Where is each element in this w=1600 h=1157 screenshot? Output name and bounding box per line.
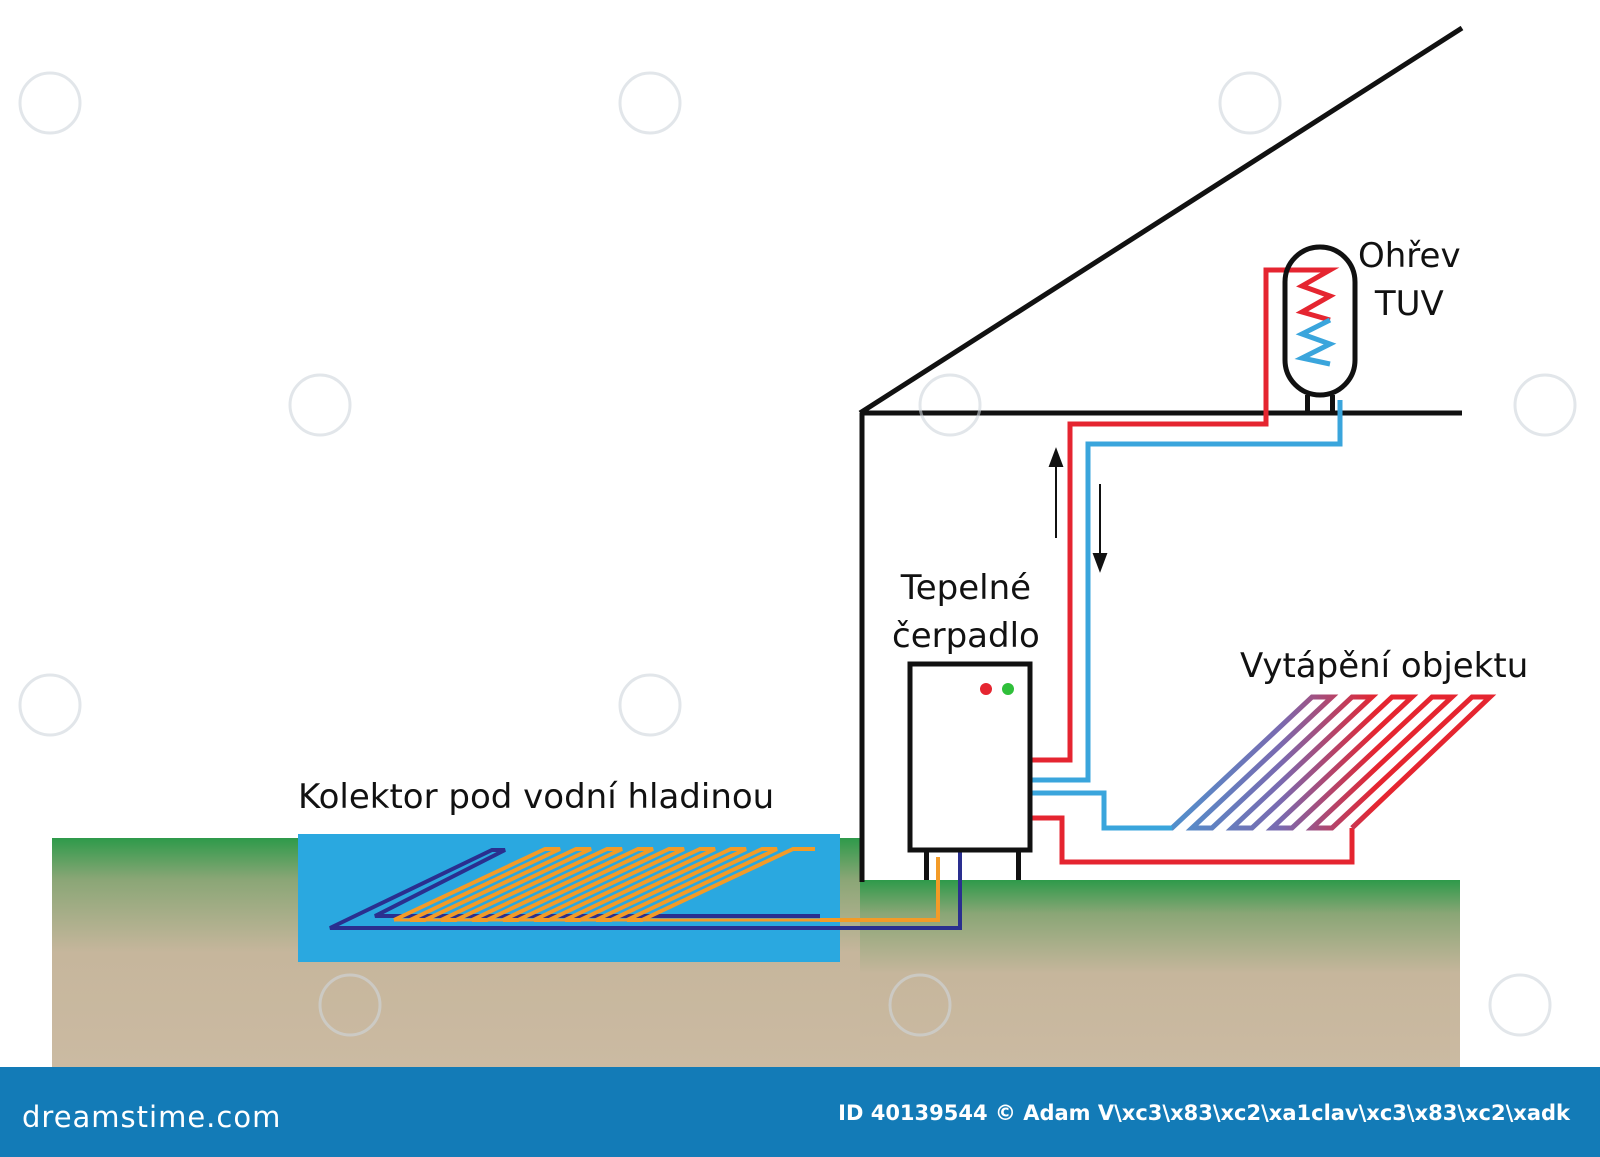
collector-return-pipe (329, 848, 962, 930)
cold-coil (1294, 317, 1337, 367)
label-collector: Kolektor pod vodní hladinou (298, 777, 775, 817)
collector-coil (393, 847, 815, 922)
watermark-spiral (18, 673, 82, 737)
floor-heating-return (1030, 790, 1172, 831)
watermark-spiral (918, 373, 982, 437)
cold-pipe (1030, 400, 1343, 783)
label-heating: Vytápění objektu (1240, 646, 1529, 686)
watermark-spiral (18, 71, 82, 135)
arrow-down-head (1092, 553, 1108, 573)
floor-heating-supply (1030, 815, 1355, 865)
ground-right (860, 880, 1460, 1067)
label-tuv: Ohřev TUV (1358, 232, 1461, 328)
pump-leg-left (924, 850, 929, 880)
tank-foot-left (1305, 395, 1310, 413)
arrow-up-head (1048, 447, 1064, 467)
watermark-spiral (1513, 373, 1577, 437)
collector-supply-pipe (820, 857, 940, 922)
flow-arrows (1048, 447, 1108, 573)
heat-pump-cabinet (907, 661, 1033, 853)
tank-body (1282, 244, 1358, 398)
pump-leg-right (1016, 850, 1021, 880)
footer-credit: ID 40139544 © Adam V\xc3\x83\xc2\xa1clav… (838, 1101, 1570, 1125)
label-heat-pump-line2: čerpadlo (892, 616, 1040, 656)
watermark-spiral (318, 973, 382, 1037)
tuv-pipes (1030, 267, 1343, 783)
footer-brand[interactable]: dreamstime.com (22, 1100, 282, 1134)
heat-pump-unit (907, 661, 1033, 880)
watermark-spiral (1218, 71, 1282, 135)
indicator-red (980, 683, 992, 695)
underwater-collector (329, 847, 962, 930)
hot-pipe (1030, 267, 1340, 763)
house (858, 25, 1464, 882)
watermark-spiral (1488, 973, 1552, 1037)
floor-heating-coil (1110, 694, 1497, 831)
tank-foot-right (1330, 395, 1335, 413)
watermark-spiral (618, 71, 682, 135)
label-tuv-line2: TUV (1374, 284, 1444, 324)
watermark-spiral (618, 673, 682, 737)
watermark-spiral (888, 973, 952, 1037)
footer-bar (0, 1067, 1600, 1157)
watermark (18, 71, 1577, 1037)
label-tuv-line1: Ohřev (1358, 236, 1461, 276)
water-heater-tank (1282, 244, 1358, 413)
indicator-green (1002, 683, 1014, 695)
floor-heating (1030, 694, 1497, 865)
house-roof (858, 25, 1464, 416)
label-heat-pump-line1: Tepelné (900, 568, 1032, 608)
label-heat-pump: Tepelné čerpadlo (892, 564, 1040, 660)
watermark-spiral (288, 373, 352, 437)
